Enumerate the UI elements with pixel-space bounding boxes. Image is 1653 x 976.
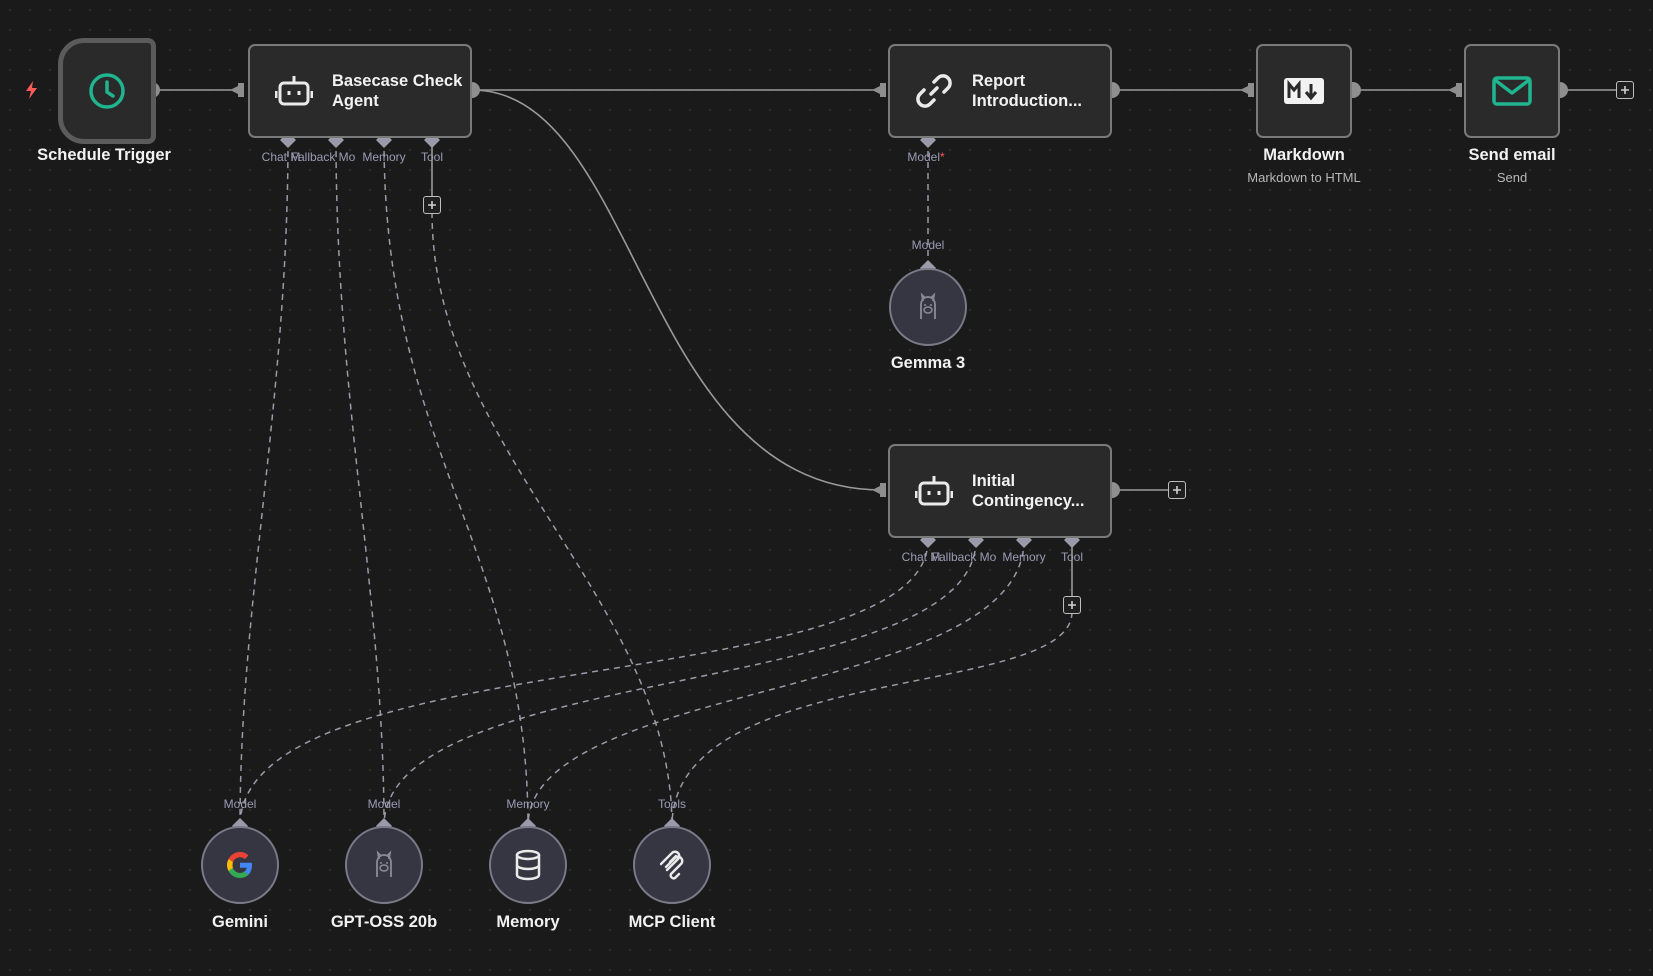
port-label-memory: Memory [506, 797, 550, 811]
edge-basecase-fallback-gptoss[interactable] [335, 139, 385, 827]
send-email-node[interactable] [1464, 44, 1560, 138]
mcp-client-label: MCP Client [628, 913, 716, 931]
trigger-bolt-icon [26, 81, 37, 99]
input-handle[interactable] [880, 483, 886, 497]
gpt-oss-node[interactable] [345, 826, 423, 904]
add-tool-button[interactable] [1063, 596, 1081, 614]
edge-basecase-tool-mcp[interactable] [431, 211, 673, 827]
edge-basecase-to-contingency[interactable] [471, 89, 883, 491]
input-handle[interactable] [238, 83, 244, 97]
gemini-label: Gemini [212, 913, 268, 931]
node-title: Initial Contingency... [972, 472, 1085, 510]
port-label-tool: Tool [420, 150, 444, 164]
edge-contingency-fallback-gptoss[interactable] [383, 539, 977, 827]
add-node-button[interactable] [1168, 481, 1186, 499]
basecase-check-agent-node[interactable]: Basecase Check Agent [248, 44, 472, 138]
port-label-chat-model: Chat M [261, 150, 301, 164]
link-icon [912, 69, 956, 113]
port-label-model: Model [223, 797, 257, 811]
gemma3-label: Gemma 3 [890, 354, 966, 372]
edge-basecase-chat-gemini[interactable] [239, 139, 289, 827]
port-label-tools: Tools [657, 797, 687, 811]
send-email-subtitle: Send [1496, 170, 1528, 185]
input-handle[interactable] [880, 83, 886, 97]
port-label-tool: Tool [1060, 550, 1084, 564]
port-label-fallback-model: Fallback Mo [290, 150, 356, 164]
markdown-node[interactable] [1256, 44, 1352, 138]
initial-contingency-node[interactable]: Initial Contingency... [888, 444, 1112, 538]
schedule-trigger-node[interactable] [58, 38, 156, 144]
port-label-fallback-model: Fallback Mo [931, 550, 997, 564]
envelope-icon [1490, 69, 1534, 113]
edge-contingency-chat-gemini[interactable] [239, 539, 929, 827]
port-label-model: Model [367, 797, 401, 811]
mcp-icon [659, 850, 684, 880]
port-label-model: Model* [907, 150, 945, 164]
input-handle[interactable] [1456, 83, 1462, 97]
database-icon [515, 849, 541, 881]
markdown-icon [1282, 69, 1326, 113]
port-label-chat-model: Chat M [901, 550, 941, 564]
add-node-button[interactable] [1616, 81, 1634, 99]
node-title: Basecase Check Agent [332, 72, 463, 110]
port-label-memory: Memory [362, 150, 406, 164]
mcp-client-node[interactable] [633, 826, 711, 904]
send-email-label: Send email [1468, 146, 1556, 164]
clock-icon [85, 69, 129, 113]
edge-contingency-memory[interactable] [527, 539, 1025, 827]
schedule-trigger-label: Schedule Trigger [37, 146, 171, 164]
port-label-model: Model [911, 238, 945, 252]
add-tool-button[interactable] [423, 196, 441, 214]
google-icon [227, 852, 252, 878]
report-introduction-node[interactable]: Report Introduction... [888, 44, 1112, 138]
gemini-node[interactable] [201, 826, 279, 904]
edge-basecase-memory[interactable] [383, 139, 529, 827]
memory-label: Memory [496, 913, 560, 931]
port-label-memory: Memory [1002, 550, 1046, 564]
node-title: Report Introduction... [972, 72, 1082, 110]
markdown-subtitle: Markdown to HTML [1247, 170, 1361, 185]
memory-node[interactable] [489, 826, 567, 904]
edge-contingency-tool-mcp[interactable] [671, 611, 1073, 827]
robot-icon [272, 69, 316, 113]
gpt-oss-label: GPT-OSS 20b [330, 913, 438, 931]
robot-icon [912, 469, 956, 513]
input-handle[interactable] [1248, 83, 1254, 97]
markdown-label: Markdown [1263, 146, 1345, 164]
gemma3-node[interactable] [889, 268, 967, 346]
ollama-icon [920, 292, 936, 319]
ollama-icon [376, 850, 392, 877]
